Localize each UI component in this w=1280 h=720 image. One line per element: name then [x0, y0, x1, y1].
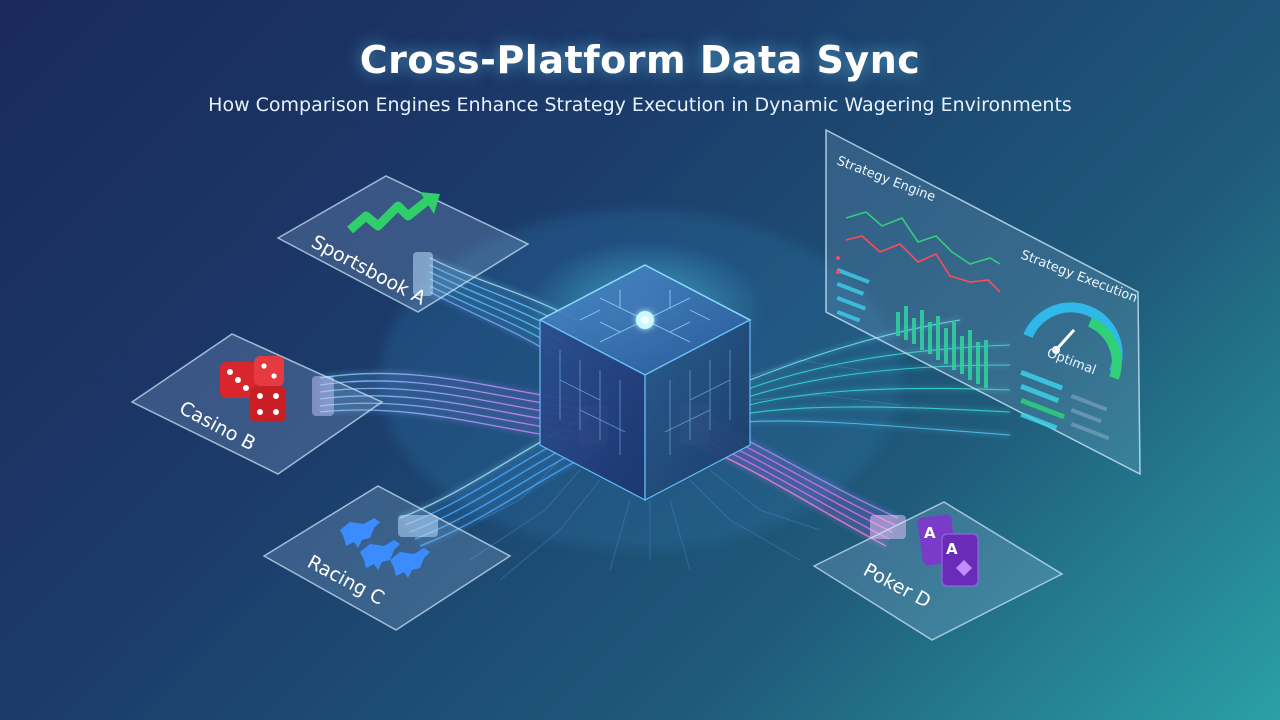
engine-line-chart	[845, 211, 1001, 293]
playing-cards-icon: A A	[917, 514, 979, 587]
dice-icon	[220, 356, 286, 422]
card-letter-back: A	[924, 524, 936, 542]
platform-poker: A A Poker D	[812, 501, 1064, 641]
page-subtitle: How Comparison Engines Enhance Strategy …	[208, 94, 1072, 116]
trend-arrow-icon	[347, 192, 440, 234]
hub-cube-right	[644, 319, 751, 501]
page-title: Cross-Platform Data Sync	[359, 38, 921, 82]
circuit-traces	[469, 359, 901, 581]
engine-metric-list	[836, 256, 870, 323]
gauge-icon	[1023, 302, 1123, 380]
card-letter-front: A	[946, 540, 958, 558]
execution-bars	[1020, 370, 1110, 441]
horses-icon	[340, 518, 430, 578]
hub-cube	[525, 240, 765, 501]
engine-bar-chart	[896, 306, 988, 388]
platform-racing: Racing C	[262, 485, 512, 631]
platform-casino: Casino B	[130, 333, 384, 475]
stream-dashboard	[744, 319, 1011, 436]
